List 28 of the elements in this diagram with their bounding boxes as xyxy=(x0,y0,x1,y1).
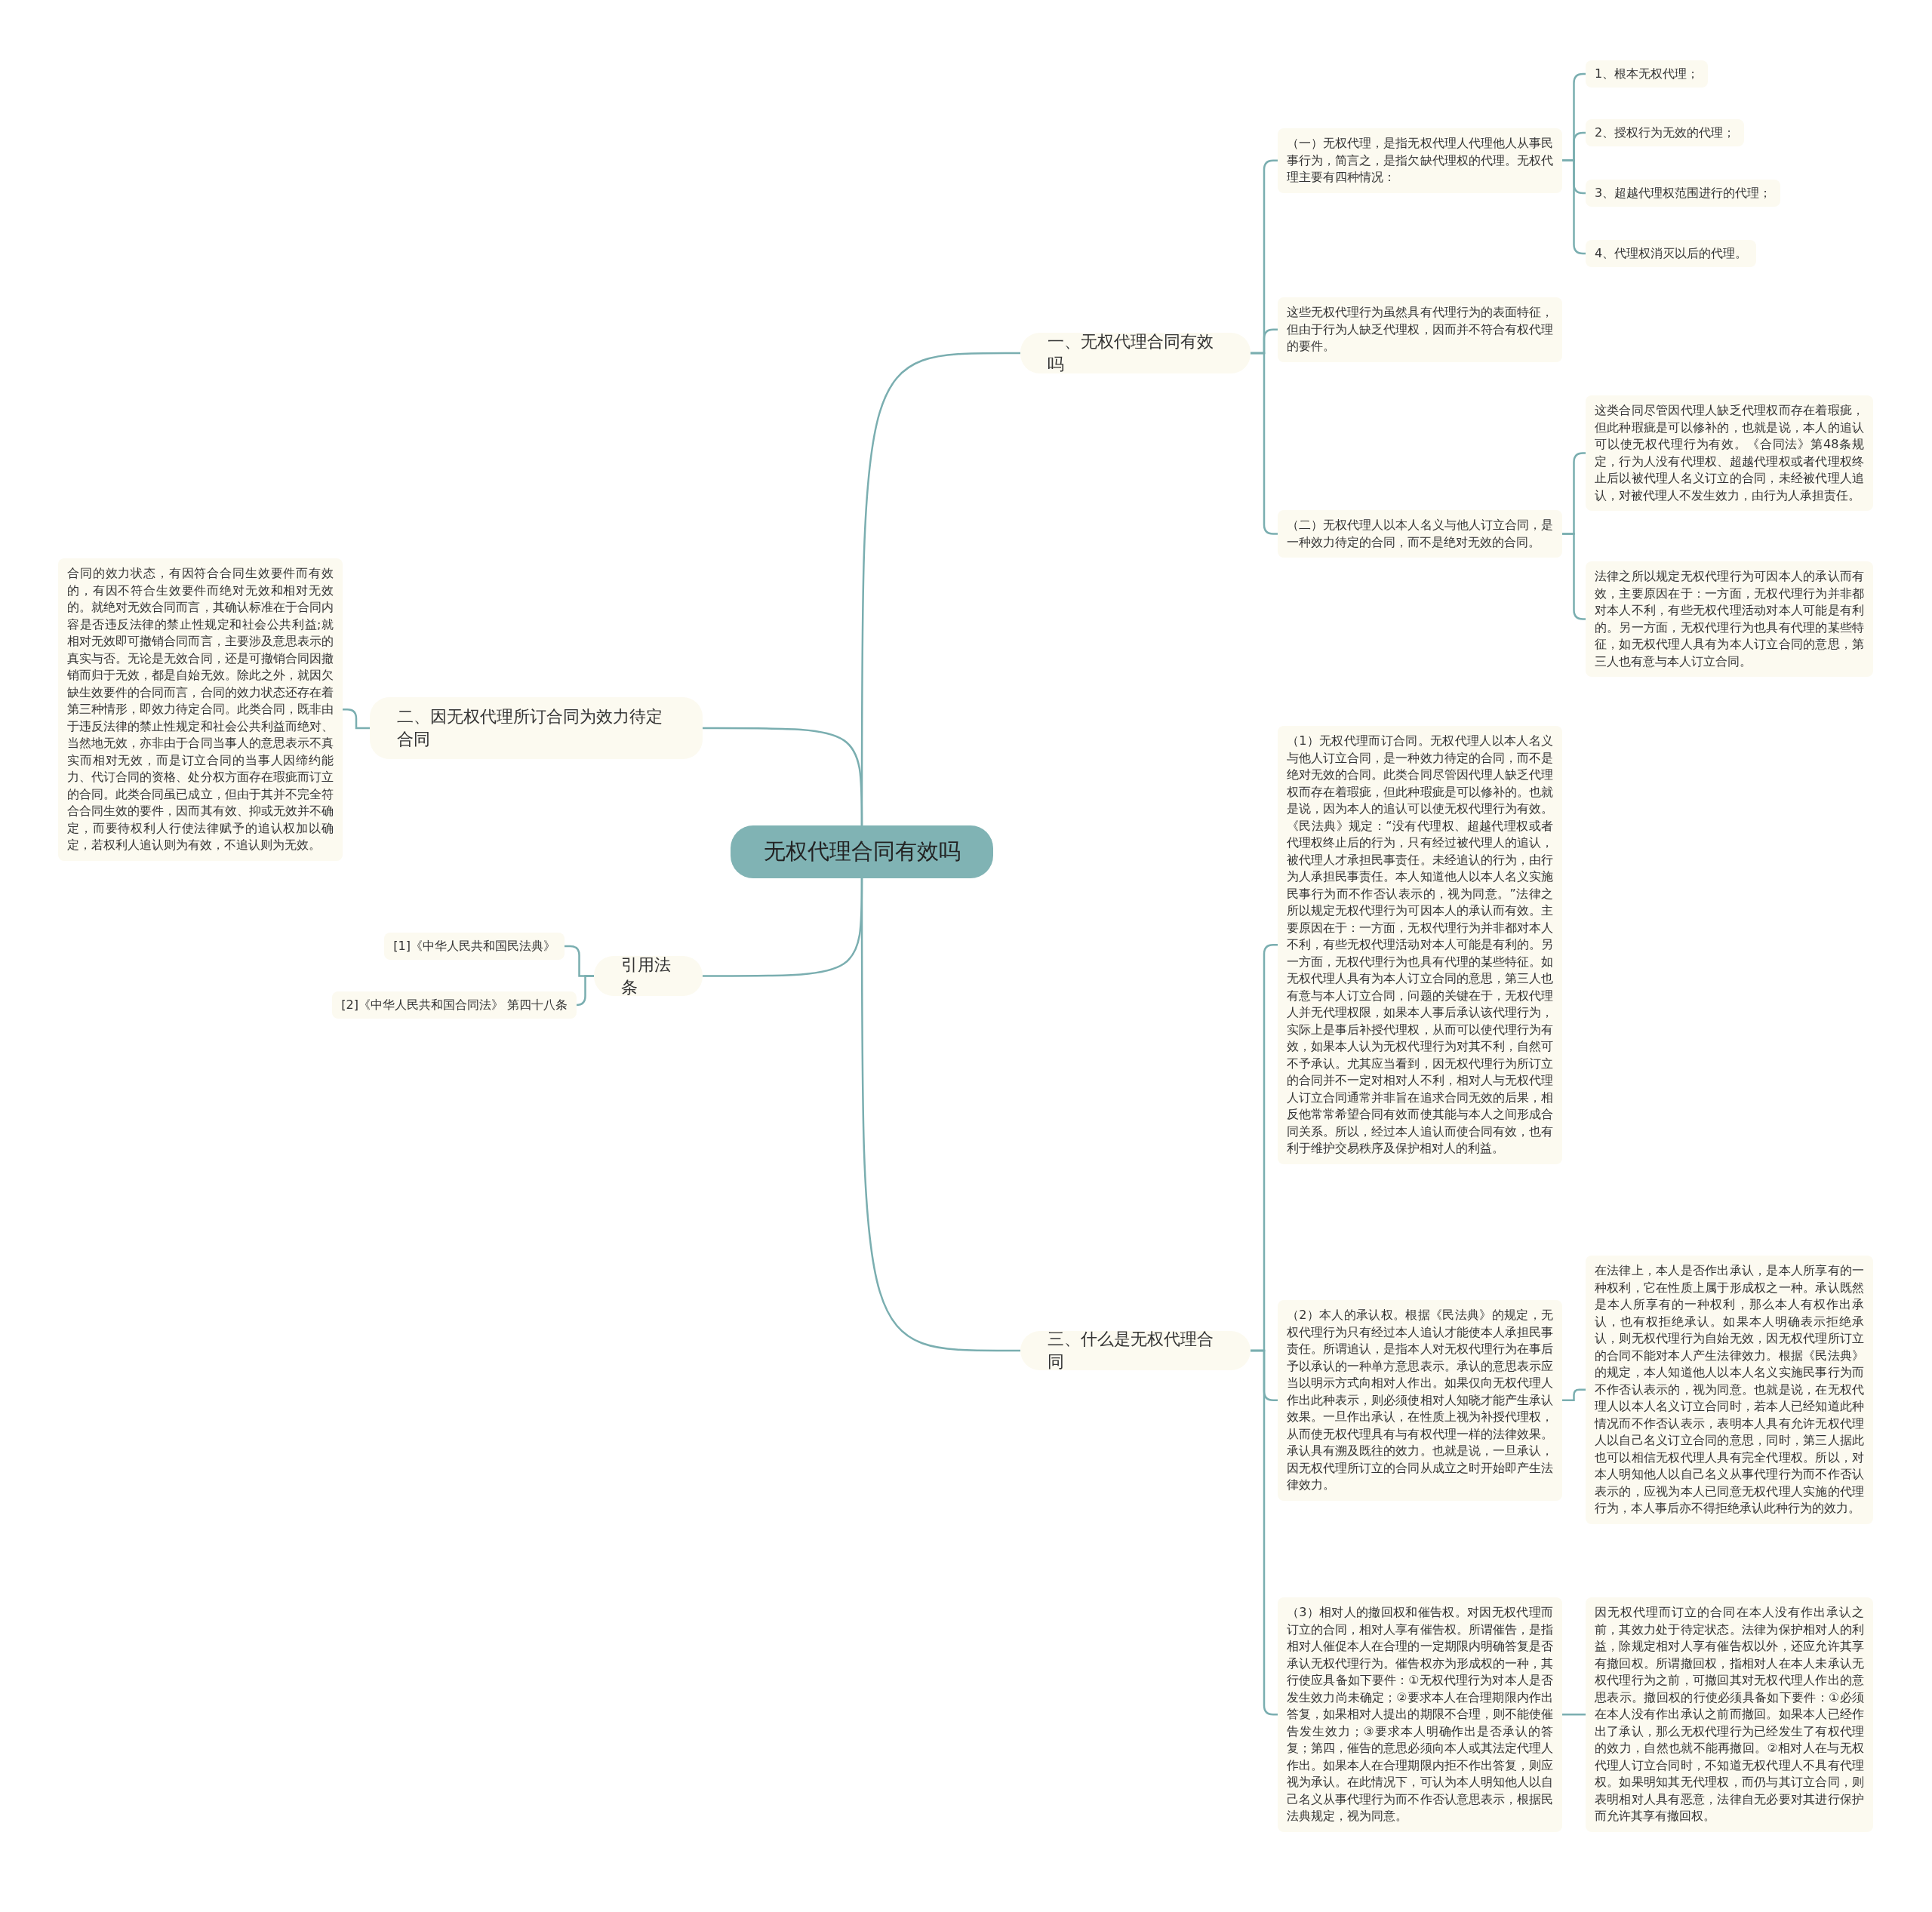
branch-topic: 引用法条 xyxy=(594,956,703,996)
connector-line xyxy=(343,709,370,730)
list-item-card: 3、超越代理权范围进行的代理； xyxy=(1586,180,1781,207)
list-item-card: 2、授权行为无效的代理； xyxy=(1586,119,1745,146)
connector-line xyxy=(860,878,1020,1352)
list-item-card: [2]《中华人民共和国合同法》 第四十八条 xyxy=(332,991,577,1019)
text-card: （2）本人的承认权。根据《民法典》的规定，无权代理行为只有经过本人追认才能使本人承担民事责任。所谓追认，是指本人对无权代理行为在事后予以承认的一种单方意思表示。承认的意思表示应当以明示方式向相对人作出。如果仅向无权代理人作出此种表示，则必须使相对人知晓才能产生承认效果。一旦作出承认，在性质上视为补授代理权，从而使无权代理具有与有权代理一样的法律效果。承认具有溯及既往的效力。也就是说，一旦承认，因无权代理所订立的合同从成立之时开始即产生法律效力。 xyxy=(1278,1300,1562,1501)
connector-line xyxy=(703,727,863,825)
branch-topic: 二、因无权代理所订合同为效力待定合同 xyxy=(370,697,703,759)
central-topic: 无权代理合同有效吗 xyxy=(731,825,993,878)
list-item-card: 4、代理权消灭以后的代理。 xyxy=(1586,240,1757,267)
connector-line xyxy=(1562,1714,1586,1716)
list-item-card: [1]《中华人民共和国民法典》 xyxy=(384,933,565,960)
connector-line xyxy=(575,975,594,1007)
text-card: 法律之所以规定无权代理行为可因本人的承认而有效，主要原因在于：一方面，无权代理行为并非都对本人不利，有些无权代理活动对本人可能是有利的。另一方面，无权代理行为也具有代理的某些特征，如无权代理人具有为本人订立合同的意思，第三人也有意与本人订立合同。 xyxy=(1586,561,1873,677)
branch-topic: 一、无权代理合同有效吗 xyxy=(1020,333,1251,373)
text-card: 在法律上，本人是否作出承认，是本人所享有的一种权利，它在性质上属于形成权之一种。承认既然是本人所享有的一种权利，那么本人有权作出承认，也有权拒绝承认。如果本人明确表示拒绝承认，则无权代理行为自始无效，因无权代理所订立的合同不能对本人产生法律效力。根据《民法典》的规定，本人知道他人以本人名义实施民事行为而不作否认表示的，视为同意。也就是说，在无权代理人以本人名义订立合同时，若本人已经知道此种情况而不作否认表示，表明本人具有允许无权代理人以自己名义订立合同的意思，同时，第三人据此也可以相信无权代理人具有完全代理权。所以，对本人明知他人以自己名义从事代理行为而不作否认表示的，应视为本人已同意无权代理人实施的代理行为，本人事后亦不得拒绝承认此种行为的效力。 xyxy=(1586,1256,1873,1524)
text-card: 这类合同尽管因代理人缺乏代理权而存在着瑕疵，但此种瑕疵是可以修补的，也就是说，本人的追认可以使无权代理行为有效。《合同法》第48条规定，行为人没有代理权、超越代理权或者代理权终止后以被代理人名义订立的合同，未经被代理人追认，对被代理人不发生效力，由行为人承担责任。 xyxy=(1586,395,1873,511)
text-card: （1）无权代理而订合同。无权代理人以本人名义与他人订立合同，是一种效力待定的合同，而不是绝对无效的合同。此类合同尽管因代理人缺乏代理权而存在着瑕疵，但此种瑕疵是可以修补的。也就是说，因为本人的追认可以使无权代理行为有效。《民法典》规定：“没有代理权、超越代理权或者代理权终止后的行为，只有经过被代理人的追认，被代理人才承担民事责任。未经追认的行为，由行为人承担民事责任。本人知道他人以本人名义实施民事行为而不作否认表示的，视为同意。”法律之所以规定无权代理行为可因本人的承认而有效。主要原因在于：一方面，无权代理行为并非都对本人不利，有些无权代理活动对本人可能是有利的。另一方面，无权代理行为也具有代理的某些特征。如无权代理人具有为本人订立合同的意思，第三人也有意与本人订立合同，问题的关键在于，无权代理人并无代理权限，如果本人事后承认该代理行为，实际上是事后补授代理权，从而可以使代理行为有效，如果本人认为无权代理行为对其不利，自然可不予承认。尤其应当看到，因无权代理行为所订立的合同并不一定对相对人不利，相对人与无权代理人订立合同通常并非旨在追求合同无效的后果，相反他常常希望合同有效而使其能与本人之间形成合同关系。所以，经过本人追认而使合同有效，也有利于维护交易秩序及保护相对人的利益。 xyxy=(1278,726,1562,1164)
connector-line xyxy=(1562,1388,1586,1401)
text-card: （二）无权代理人以本人名义与他人订立合同，是一种效力待定的合同，而不是绝对无效的合同。 xyxy=(1278,510,1562,558)
text-card: （3）相对人的撤回权和催告权。对因无权代理而订立的合同，相对人享有催告权。所谓催告，是指相对人催促本人在合理的一定期限内明确答复是否承认无权代理行为。催告权亦为形成权的一种，其行使应具备如下要件：①无权代理行为对本人是否发生效力尚未确定；②要求本人在合理期限内作出答复，如果相对人提出的期限不合理，则不能使催告发生效力；③要求本人明确作出是否承认的答复；第四，催告的意思必须向本人或其法定代理人作出。如果本人在合理期限内拒不作出答复，则应视为承认。在此情况下，可认为本人明知他人以自己名义从事代理行为而不作否认意思表示，根据民法典规定，视为同意。 xyxy=(1278,1597,1562,1832)
branch-topic: 三、什么是无权代理合同 xyxy=(1020,1331,1251,1370)
list-item-card: 1、根本无权代理； xyxy=(1586,60,1709,88)
text-card: 这些无权代理行为虽然具有代理行为的表面特征，但由于行为人缺乏代理权，因而并不符合有权代理的要件。 xyxy=(1278,297,1562,362)
text-card: 合同的效力状态，有因符合合同生效要件而有效的，有因不符合生效要件而绝对无效和相对无效的。就绝对无效合同而言，其确认标准在于合同内容是否违反法律的禁止性规定和社会公共利益;就相对无效即可撤销合同而言，主要涉及意思表示的真实与否。无论是无效合同，还是可撤销合同因撤销而归于无效，都是自始无效。除此之外，就因欠缺生效要件的合同而言，合同的效力状态还存在着第三种情形，即效力待定合同。此类合同，既非由于违反法律的禁止性规定和社会公共利益而绝对、当然地无效，亦非由于合同当事人的意思表示不真实而相对无效，而是订立合同的当事人因缔约能力、代订合同的资格、处分权方面存在瑕疵而订立的合同。此类合同虽已成立，但由于其并不完全符合合同生效的要件，因而其有效、抑或无效并不确定，而要待权利人行使法律赋予的追认权加以确定，若权利人追认则为有效，不追认则为无效。 xyxy=(58,558,343,861)
text-card: （一）无权代理，是指无权代理人代理他人从事民事行为，简言之，是指欠缺代理权的代理。无权代理主要有四种情况： xyxy=(1278,128,1562,193)
text-card: 因无权代理而订立的合同在本人没有作出承认之前，其效力处于待定状态。法律为保护相对人的利益，除规定相对人享有催告权以外，还应允许其享有撤回权。所谓撤回权，指相对人在本人未承认无权代理行为之前，可撤回其对无权代理人作出的意思表示。撤回权的行使必须具备如下要件：①必须在本人没有作出承认之前而撤回。如果本人已经作出了承认，那么无权代理行为已经发生了有权代理的效力，自然也就不能再撤回。②相对人在与无权代理人订立合同时，不知道无权代理人不具有代理权。如果明知其无代理权，而仍与其订立合同，则表明相对人具有恶意，法律自无必要对其进行保护而允许其享有撤回权。 xyxy=(1586,1597,1873,1832)
